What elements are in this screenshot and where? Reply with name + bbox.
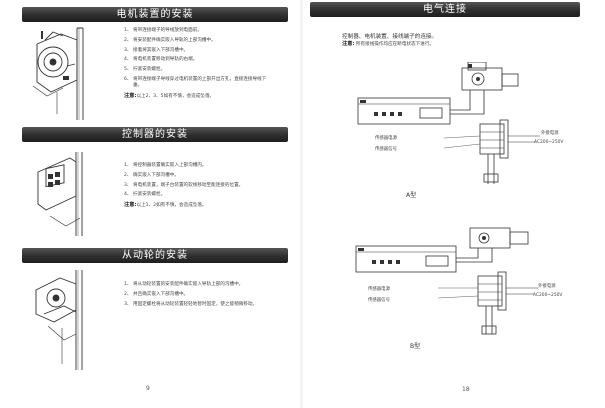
- voltage-label-b: AC200~250V: [533, 293, 563, 298]
- controller-step: 4、拧紧安装螺栓。: [124, 192, 274, 198]
- pulley-step: 1、将从动轮装置的安装配件确实嵌入导轨上部的沟槽中。: [124, 282, 274, 288]
- pulley-step: 3、用固定螺栓将从动轮装置轻轻地暂时固定，使之能稍微移动。: [124, 302, 274, 308]
- page-fold: [300, 0, 303, 408]
- step-text: 并且确实嵌入下部沟槽中。: [133, 291, 189, 297]
- step-text: 将带连接端子的导线放到电面前。: [133, 28, 202, 33]
- wiring-diagram-a: [357, 62, 540, 184]
- step-text: 用固定螺栓将从动轮装置轻轻地暂时固定，使之能稍微移动。: [133, 301, 258, 307]
- motor-step: 6、将带连接端子导线穿过电机装置的上部开出方孔，直接连接导线下垂。: [124, 77, 274, 90]
- step-number: 1、: [124, 282, 132, 287]
- wiring-diagram-b: [355, 227, 538, 335]
- note-text: 所有接线操作均应在断电状态下进行。: [355, 42, 435, 47]
- pulley-instructions: 1、将从动轮装置的安装配件确实嵌入导轨上部的沟槽中。 2、并且确实嵌入下部沟槽中…: [124, 282, 274, 311]
- step-number: 2、: [124, 37, 132, 43]
- note-label: 注意:: [124, 202, 137, 209]
- model-a-label: A型: [406, 192, 417, 199]
- intro-text: 控制器、电机装置、接线端子的连接。: [342, 34, 438, 40]
- controller-step: 1、将控制器装置确实嵌入上部沟槽内。: [124, 163, 274, 169]
- step-number: 4、: [124, 57, 132, 63]
- motor-step: 1、将带连接端子的导线放到电面前。: [124, 28, 274, 34]
- note-label: 注意:: [342, 41, 355, 47]
- note-text: 以上1、2如有不慎，会造成坠落。: [136, 203, 207, 209]
- motor-step: 2、将安装配件确实嵌入导轨的上部沟槽中。: [124, 38, 274, 44]
- electrical-note: 注意: 所有接线操作均应在断电状态下进行。: [342, 41, 582, 48]
- motor-note: 注意:以上2、3、5如有不慎，会造成坠落。: [124, 93, 274, 100]
- controller-instructions: 1、将控制器装置确实嵌入上部沟槽内。 2、确实嵌入下部沟槽中。 3、将电机装置，…: [124, 163, 274, 209]
- controller-install-illustration: [37, 152, 83, 236]
- sensor-signal-label-a: 传感器信号: [375, 147, 397, 152]
- step-text: 将电机装置移动到导轨的右端。: [133, 57, 198, 63]
- step-number: 5、: [124, 67, 132, 73]
- motor-section-title: 电机装置的安装: [22, 7, 288, 22]
- sensor-power-label-b: 传感器电源: [368, 287, 390, 292]
- controller-section-title: 控制器的安装: [22, 127, 288, 142]
- controller-step: 3、将电机装置，端子台装置的软线移动至能连接的位置。: [124, 183, 274, 189]
- step-text: 将控制器装置确实嵌入上部沟槽内。: [133, 163, 207, 168]
- step-text: 确实嵌入下部沟槽中。: [133, 172, 179, 178]
- note-text: 以上2、3、5如有不慎，会造成坠落。: [136, 94, 215, 100]
- step-text: 将安装配件确实嵌入导轨的上部沟槽中。: [133, 37, 216, 43]
- pulley-section-title: 从动轮的安装: [22, 248, 288, 263]
- motor-instructions: 1、将带连接端子的导线放到电面前。 2、将安装配件确实嵌入导轨的上部沟槽中。 3…: [124, 28, 274, 100]
- step-text: 将带连接端子导线穿过电机装置的上部开出方孔，直接连接导线下垂。: [133, 76, 267, 89]
- model-b-label: B型: [410, 343, 421, 350]
- sensor-power-label-a: 传感器电源: [375, 136, 397, 141]
- external-power-label-a: 外接电源: [541, 131, 559, 136]
- step-text: 拧紧安装螺栓。: [133, 192, 166, 198]
- step-number: 1、: [124, 28, 132, 33]
- step-text: 将从动轮装置的安装配件确实嵌入导轨上部的沟槽中。: [133, 282, 244, 287]
- motor-step: 3、接着将其嵌入下部沟槽中。: [124, 48, 274, 54]
- pulley-install-illustration: [35, 270, 83, 370]
- left-page-number: 9: [146, 385, 150, 392]
- step-number: 2、: [124, 172, 132, 178]
- controller-step: 2、确实嵌入下部沟槽中。: [124, 173, 274, 179]
- sensor-signal-label-b: 传感器信号: [368, 298, 390, 303]
- motor-step: 4、将电机装置移动到导轨的右端。: [124, 57, 274, 63]
- note-label: 注意:: [124, 93, 137, 100]
- pulley-step: 2、并且确实嵌入下部沟槽中。: [124, 292, 274, 298]
- step-text: 将电机装置，端子台装置的软线移动至能连接的位置。: [133, 182, 244, 188]
- external-power-label-b: 外接电源: [538, 284, 556, 289]
- step-number: 2、: [124, 291, 132, 297]
- step-number: 3、: [124, 182, 132, 188]
- voltage-label-a: AC200~250V: [534, 140, 564, 145]
- electrical-section-title: 电气连接: [310, 2, 580, 17]
- step-number: 4、: [124, 192, 132, 198]
- step-number: 3、: [124, 47, 132, 53]
- step-number: 3、: [124, 301, 132, 307]
- step-text: 接着将其嵌入下部沟槽中。: [133, 47, 189, 53]
- controller-note: 注意:以上1、2如有不慎，会造成坠落。: [124, 202, 274, 209]
- step-text: 拧紧安装螺栓。: [133, 67, 166, 73]
- electrical-intro: 控制器、电机装置、接线端子的连接。 注意: 所有接线操作均应在断电状态下进行。: [342, 33, 582, 48]
- step-number: 1、: [124, 163, 132, 168]
- motor-step: 5、拧紧安装螺栓。: [124, 67, 274, 73]
- motor-install-illustration: [32, 27, 84, 120]
- step-number: 6、: [124, 76, 132, 82]
- right-page-number: 18: [462, 386, 470, 393]
